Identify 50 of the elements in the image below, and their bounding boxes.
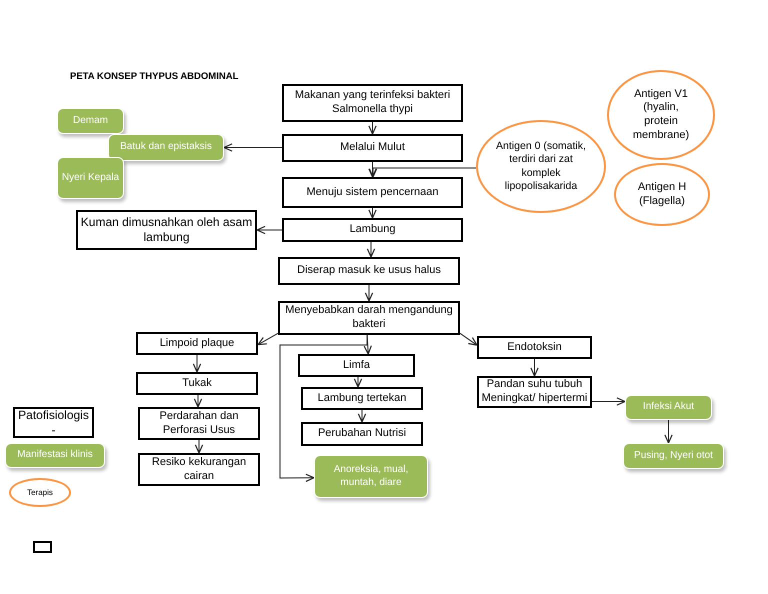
symptom-box: Manifestasi klinis: [5, 443, 105, 468]
symptom-box: Demam: [57, 108, 124, 134]
arrow: [354, 376, 362, 388]
arrow: [460, 332, 478, 346]
arrow: [592, 397, 626, 406]
antigen-oval: Antigen 0 (somatik, terdiri dari zat komplek lipopolisakarida: [476, 120, 606, 213]
process-box: Lambung tertekan: [301, 387, 423, 410]
arrow: [368, 208, 377, 219]
arrow: [368, 168, 476, 178]
arrow: [364, 284, 374, 302]
symptom-box: Pusing, Nyeri otot: [623, 443, 724, 469]
symptom-box: Batuk dan epistaksis: [108, 134, 224, 161]
process-box: Tukak: [136, 372, 258, 395]
arrow: [368, 122, 377, 135]
arrow: [256, 226, 282, 234]
process-box: Pandan suhu tubuh Meningkat/ hipertermi: [477, 376, 592, 408]
symptom-box: Nyeri Kepala: [57, 157, 124, 199]
antigen-oval: Antigen V1 (hyalin, protein membrane): [607, 70, 715, 160]
arrow: [364, 334, 372, 355]
process-box: Patofisiologis -: [13, 407, 94, 438]
arrow: [366, 242, 376, 258]
antigen-oval: Antigen H (Flagella): [614, 163, 710, 226]
arrow: [358, 410, 366, 423]
process-box: Endotoksin: [477, 336, 592, 359]
process-box: Perubahan Nutrisi: [301, 422, 423, 446]
process-box: Menuju sistem pencernaan: [282, 177, 463, 208]
arrow: [280, 334, 368, 482]
arrow: [368, 162, 377, 178]
arrow: [194, 394, 202, 408]
symptom-box: Infeksi Akut: [625, 395, 712, 420]
antigen-oval: Terapis: [9, 478, 71, 507]
arrow: [257, 332, 278, 346]
process-box: Perdarahan dan Perforasi Usus: [138, 407, 260, 440]
process-box: Kuman dimusnahkan oleh asam lambung: [76, 210, 257, 250]
process-box: Melalui Mulut: [282, 134, 463, 162]
empty-box: [33, 541, 52, 553]
process-box: Diserap masuk ke usus halus: [278, 257, 460, 285]
arrow: [664, 420, 673, 444]
diagram-title: PETA KONSEP THYPUS ABDOMINAL: [70, 70, 238, 84]
arrow: [223, 143, 282, 152]
arrow: [530, 358, 539, 377]
arrow: [192, 354, 202, 373]
arrow: [194, 440, 204, 454]
process-box: Menyebabkan darah mengandung bakteri: [278, 301, 460, 335]
process-box: Lambung: [282, 218, 463, 242]
symptom-box: Anoreksia, mual, muntah, diare: [314, 455, 428, 498]
process-box: Resiko kekurangan cairan: [138, 453, 260, 486]
process-box: Limpoid plaque: [136, 332, 258, 355]
process-box: Makanan yang terinfeksi bakteri Salmonella thypi: [282, 84, 463, 122]
process-box: Limfa: [298, 354, 415, 377]
